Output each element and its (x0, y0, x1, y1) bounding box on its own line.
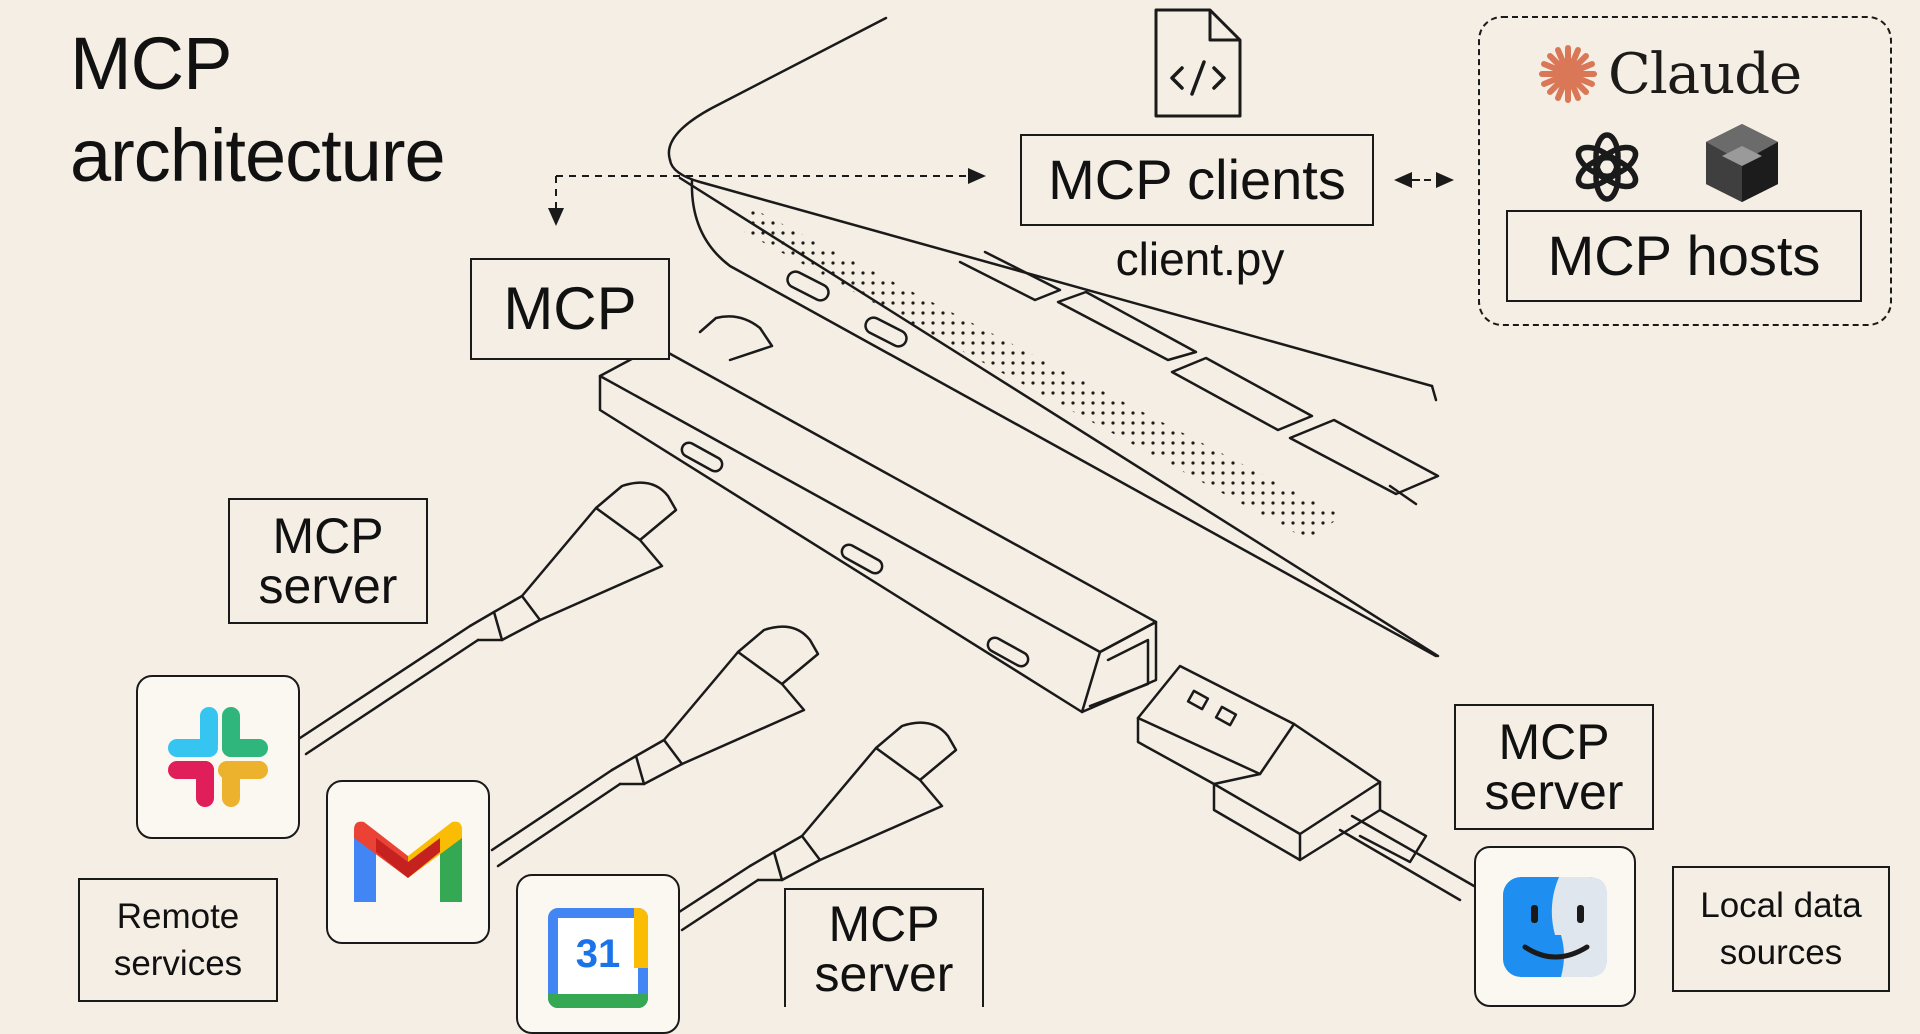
mcp-server-label-line-2: server (1484, 764, 1624, 820)
claude-asterisk-icon (1539, 45, 1597, 103)
keyboard-key (1288, 418, 1440, 496)
local-data-sources-line-2: sources (1719, 933, 1843, 972)
mcp-server-box-bottom: MCP server (784, 888, 984, 1007)
keyboard-key (1056, 290, 1198, 362)
finder-tile (1474, 846, 1636, 1007)
mcp-clients-box: MCP clients (1020, 134, 1374, 226)
mcp-server-label-line-1: MCP (828, 895, 940, 952)
mcp-hosts-group (1478, 16, 1892, 326)
mcp-architecture-diagram: MCP architecture MCP clients client.py M… (70, 8, 1892, 1034)
gmail-tile (326, 780, 490, 944)
keyboard-key (958, 250, 1062, 302)
google-calendar-icon: 31 (548, 908, 648, 1008)
keyboard-key (1388, 484, 1418, 506)
hub-side (598, 374, 1102, 714)
usbc-cable (298, 624, 480, 756)
claude-label: Claude (1608, 41, 1802, 107)
gmail-icon (354, 821, 462, 902)
code-file-icon (1154, 8, 1242, 118)
remote-services-box: Remote services (78, 878, 278, 1002)
mcp-server-label-line-1: MCP (1498, 714, 1610, 770)
mcp-server-box-right: MCP server (1454, 704, 1654, 830)
usb-plug (1136, 664, 1296, 776)
mcp-hosts-box: MCP hosts (1506, 210, 1862, 302)
calendar-day: 31 (575, 932, 621, 976)
local-data-sources-box: Local data sources (1672, 866, 1890, 992)
laptop-body-rim (1430, 384, 1438, 402)
slack-icon (168, 707, 268, 807)
laptop-port (786, 270, 830, 302)
mcp-server-label-line-2: server (814, 945, 954, 1002)
remote-services-line-1: Remote (116, 896, 240, 936)
mcp-server-label-line-2: server (258, 558, 398, 614)
mcp-box: MCP (470, 258, 670, 360)
laptop-screen-edge (667, 16, 888, 162)
page-title: MCP architecture (70, 18, 446, 202)
usbc-cable (674, 864, 760, 932)
local-data-sources-line-1: Local data (1700, 885, 1862, 925)
mcp-hosts-label: MCP hosts (1547, 224, 1821, 287)
openai-knot-icon (1575, 132, 1639, 202)
claude-brand: Claude (1538, 38, 1802, 110)
mcp-server-label-line-1: MCP (272, 508, 384, 564)
speaker-grille (744, 206, 1342, 540)
title-line-2: architecture (70, 114, 446, 197)
dark-cube-icon (1706, 124, 1778, 202)
keyboard-key (1170, 356, 1314, 432)
diagram-line-art (298, 16, 1476, 932)
laptop-body-top (668, 158, 1434, 388)
finder-face-icon (1503, 876, 1607, 977)
client-file-label: client.py (1115, 233, 1285, 285)
laptop-port (864, 316, 908, 348)
slack-tile (136, 675, 300, 839)
mcp-clients-label: MCP clients (1048, 148, 1346, 211)
usbc-cable (490, 768, 622, 868)
title-line-1: MCP (70, 22, 232, 105)
mcp-server-box-top-left: MCP server (228, 498, 428, 624)
remote-services-line-2: services (113, 944, 243, 983)
calendar-tile: 31 (516, 874, 680, 1034)
mcp-label: MCP (503, 275, 637, 342)
